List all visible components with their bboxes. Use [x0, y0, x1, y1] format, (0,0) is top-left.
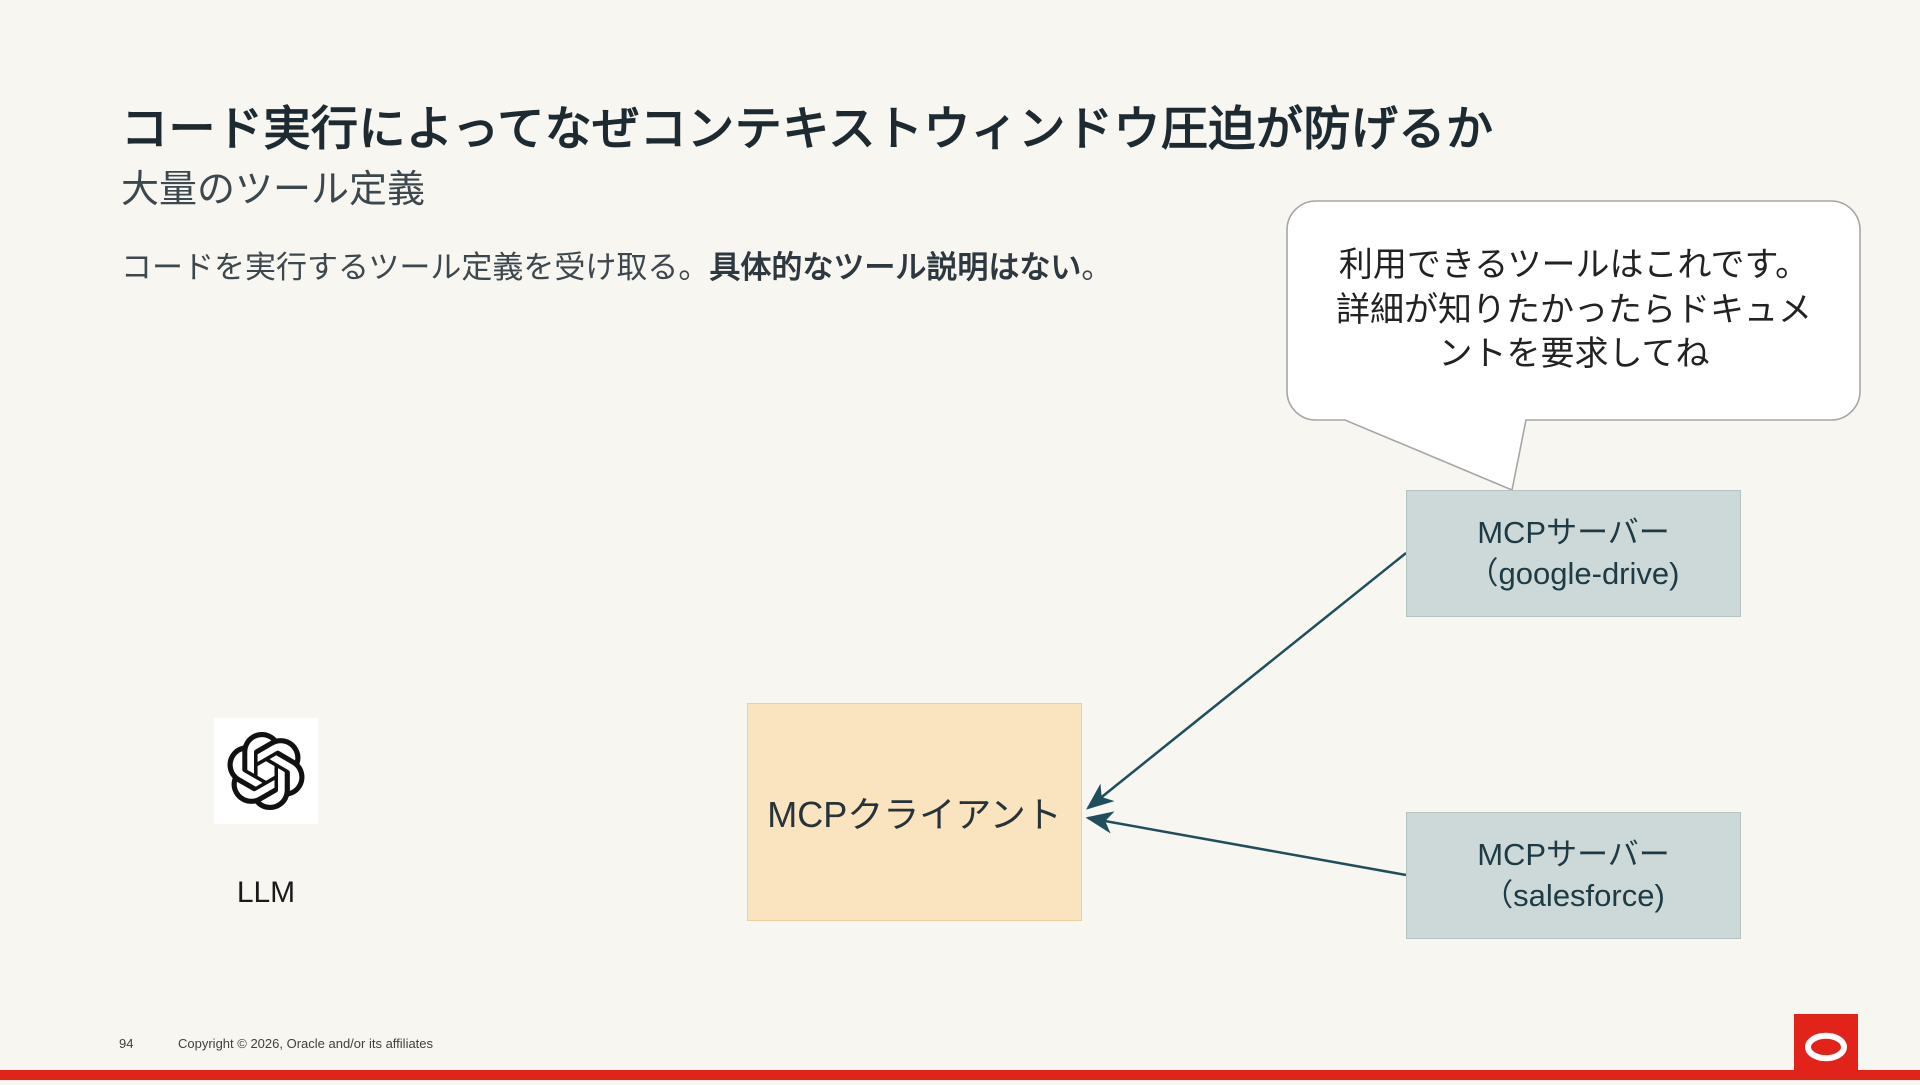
mcp-server-google-drive-box: MCPサーバー （google-drive) [1406, 490, 1741, 617]
llm-label: LLM [236, 876, 296, 909]
openai-logo-icon [227, 732, 305, 810]
mcp-server-salesforce-label-line2: （salesforce) [1482, 877, 1665, 913]
body-text-normal: コードを実行するツール定義を受け取る。 [121, 250, 710, 285]
callout-bubble-shape [1286, 200, 1861, 492]
oracle-logo-icon [1794, 1014, 1858, 1080]
bottom-accent-bar [0, 1070, 1920, 1080]
mcp-client-box: MCPクライアント [747, 703, 1082, 921]
callout-text: 利用できるツールはこれです。 詳細が知りたかったらドキュメ ントを要求してね [1336, 245, 1812, 374]
body-text: コードを実行するツール定義を受け取る。具体的なツール説明はない。 [121, 242, 1112, 287]
footer-copyright: Copyright © 2026, Oracle and/or its affi… [178, 1036, 434, 1051]
mcp-server-salesforce-box: MCPサーバー （salesforce) [1406, 812, 1741, 939]
mcp-client-label: MCPクライアント [767, 794, 1062, 835]
mcp-server-salesforce-label-line1: MCPサーバー [1477, 837, 1670, 873]
slide-subtitle: 大量のツール定義 [121, 169, 426, 211]
arrow-google-drive-to-client [1086, 552, 1407, 810]
body-text-suffix: 。 [1081, 250, 1113, 285]
openai-logo-tile [214, 718, 318, 824]
body-text-bold: 具体的なツール説明はない [709, 250, 1082, 285]
mcp-server-google-drive-label-line1: MCPサーバー [1477, 515, 1670, 551]
footer-page-number: 94 [119, 1036, 134, 1051]
arrow-salesforce-to-client [1085, 811, 1407, 877]
slide-title: コード実行によってなぜコンテキストウィンドウ圧迫が防げるか [121, 102, 1494, 155]
mcp-server-google-drive-label-line2: （google-drive) [1467, 555, 1680, 591]
callout-bubble: 利用できるツールはこれです。 詳細が知りたかったらドキュメ ントを要求してね [1286, 200, 1862, 496]
